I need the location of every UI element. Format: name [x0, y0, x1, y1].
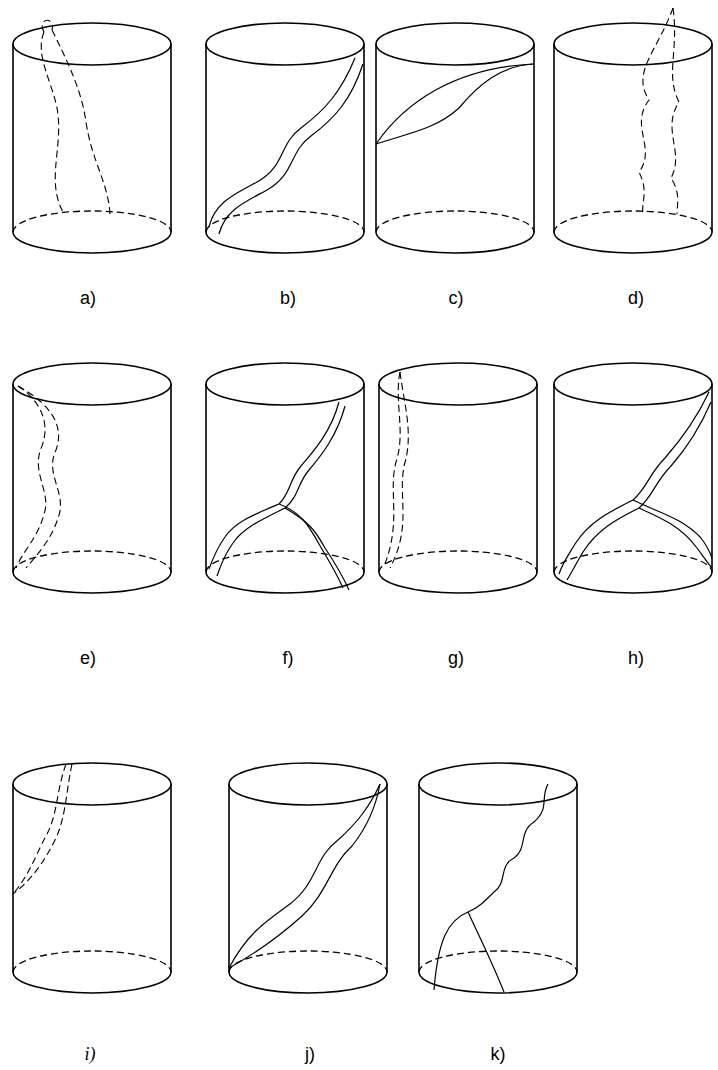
cylinder-d [554, 8, 712, 253]
figure-label: c) [449, 288, 464, 309]
cylinder-j [229, 763, 387, 993]
figure-label: e) [80, 648, 96, 669]
figure-label: i) [85, 1044, 96, 1065]
figure-label: b) [280, 288, 296, 309]
figure-label: a) [80, 288, 96, 309]
cylinder-f [206, 363, 364, 593]
cylinder-h [554, 363, 712, 593]
figure-label: j) [305, 1044, 315, 1065]
cylinder-b [206, 23, 364, 253]
cylinder-c [376, 23, 534, 253]
cylinder-i [13, 763, 171, 993]
figure-label: h) [628, 648, 644, 669]
figure-label: f) [283, 648, 294, 669]
figure-label: d) [628, 288, 644, 309]
cylinder-g [379, 363, 537, 593]
cylinder-a [13, 20, 171, 253]
figure-label: k) [491, 1044, 506, 1065]
cylinder-e [13, 363, 171, 593]
figure-label: g) [448, 648, 464, 669]
cylinder-k [419, 763, 577, 993]
